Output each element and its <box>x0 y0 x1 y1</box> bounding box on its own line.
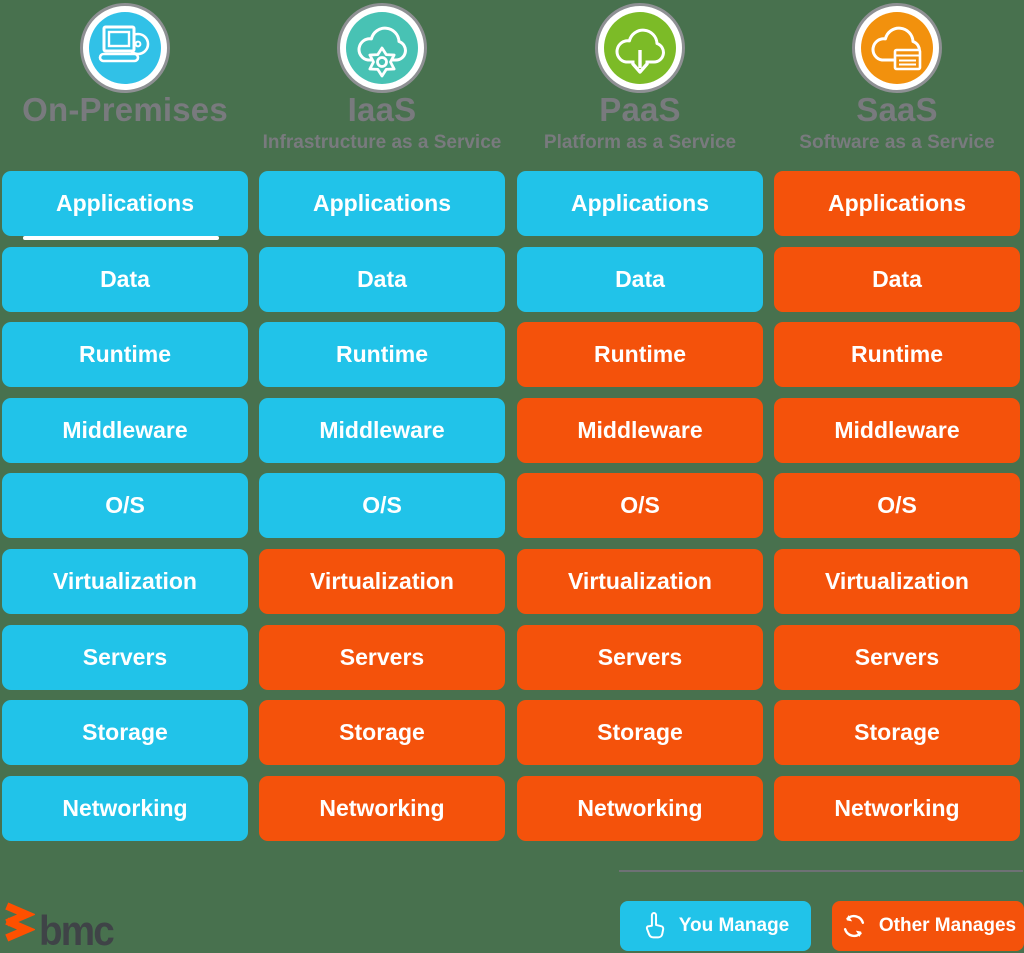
layer-box-paas-middleware: Middleware <box>517 397 763 463</box>
cloud-gear-icon <box>346 12 418 84</box>
layer-box-saas-middleware: Middleware <box>774 397 1020 463</box>
layer-box-saas-data: Data <box>774 246 1020 312</box>
layer-box-paas-networking: Networking <box>517 775 763 841</box>
laptop-disc-icon <box>89 12 161 84</box>
layer-box-iaas-os: O/S <box>259 473 505 539</box>
layer-box-paas-data: Data <box>517 246 763 312</box>
layer-box-paas-runtime: Runtime <box>517 322 763 388</box>
layer-box-saas-virtualization: Virtualization <box>774 548 1020 614</box>
layer-box-on-premises-os: O/S <box>2 473 248 539</box>
layer-box-iaas-servers: Servers <box>259 624 505 690</box>
layer-box-on-premises-runtime: Runtime <box>2 322 248 388</box>
column-subtitle: Software as a Service <box>799 132 995 153</box>
layer-box-on-premises-applications: Applications <box>2 171 248 236</box>
refresh-icon <box>840 912 868 940</box>
layer-box-paas-storage: Storage <box>517 700 763 766</box>
bmc-logo-text: bmc <box>39 906 115 953</box>
layer-box-on-premises-data: Data <box>2 246 248 312</box>
other-manages-label: Other Manages <box>878 915 1017 936</box>
on-premises-badge <box>80 3 170 93</box>
layer-box-on-premises-virtualization: Virtualization <box>2 548 248 614</box>
applications-underline <box>23 236 219 240</box>
layer-box-on-premises-networking: Networking <box>2 775 248 841</box>
pointing-hand-icon <box>642 911 668 941</box>
layer-box-on-premises-storage: Storage <box>2 700 248 766</box>
column-subtitle: Infrastructure as a Service <box>262 132 502 153</box>
bmc-logo-mark <box>3 901 37 948</box>
layer-box-paas-os: O/S <box>517 473 763 539</box>
other-manages-chip: Other Manages <box>832 901 1024 951</box>
layer-box-iaas-data: Data <box>259 246 505 312</box>
layer-box-saas-runtime: Runtime <box>774 322 1020 388</box>
you-manage-chip: You Manage <box>620 901 811 951</box>
layer-box-saas-servers: Servers <box>774 624 1020 690</box>
iaas-badge <box>337 3 427 93</box>
layer-box-paas-servers: Servers <box>517 624 763 690</box>
layer-box-saas-storage: Storage <box>774 700 1020 766</box>
column-subtitle: Platform as a Service <box>543 132 737 153</box>
you-manage-label: You Manage <box>678 915 790 936</box>
bmc-logo: bmc <box>3 900 119 953</box>
paas-badge <box>595 3 685 93</box>
layer-box-paas-applications: Applications <box>517 171 763 236</box>
layer-box-on-premises-middleware: Middleware <box>2 397 248 463</box>
layer-box-saas-applications: Applications <box>774 171 1020 236</box>
layer-box-iaas-applications: Applications <box>259 171 505 236</box>
layer-box-saas-networking: Networking <box>774 775 1020 841</box>
layer-box-paas-virtualization: Virtualization <box>517 548 763 614</box>
layer-box-iaas-virtualization: Virtualization <box>259 548 505 614</box>
cloud-app-icon <box>861 12 933 84</box>
layer-box-iaas-networking: Networking <box>259 775 505 841</box>
column-title: SaaS <box>856 91 938 128</box>
layer-box-saas-os: O/S <box>774 473 1020 539</box>
layer-box-on-premises-servers: Servers <box>2 624 248 690</box>
column-title: IaaS <box>347 91 417 128</box>
column-title: PaaS <box>599 91 681 128</box>
layer-box-iaas-middleware: Middleware <box>259 397 505 463</box>
legend-divider <box>619 870 1023 872</box>
column-title: On-Premises <box>22 91 228 128</box>
layer-box-iaas-storage: Storage <box>259 700 505 766</box>
saas-badge <box>852 3 942 93</box>
layer-box-iaas-runtime: Runtime <box>259 322 505 388</box>
cloud-download-icon <box>604 12 676 84</box>
